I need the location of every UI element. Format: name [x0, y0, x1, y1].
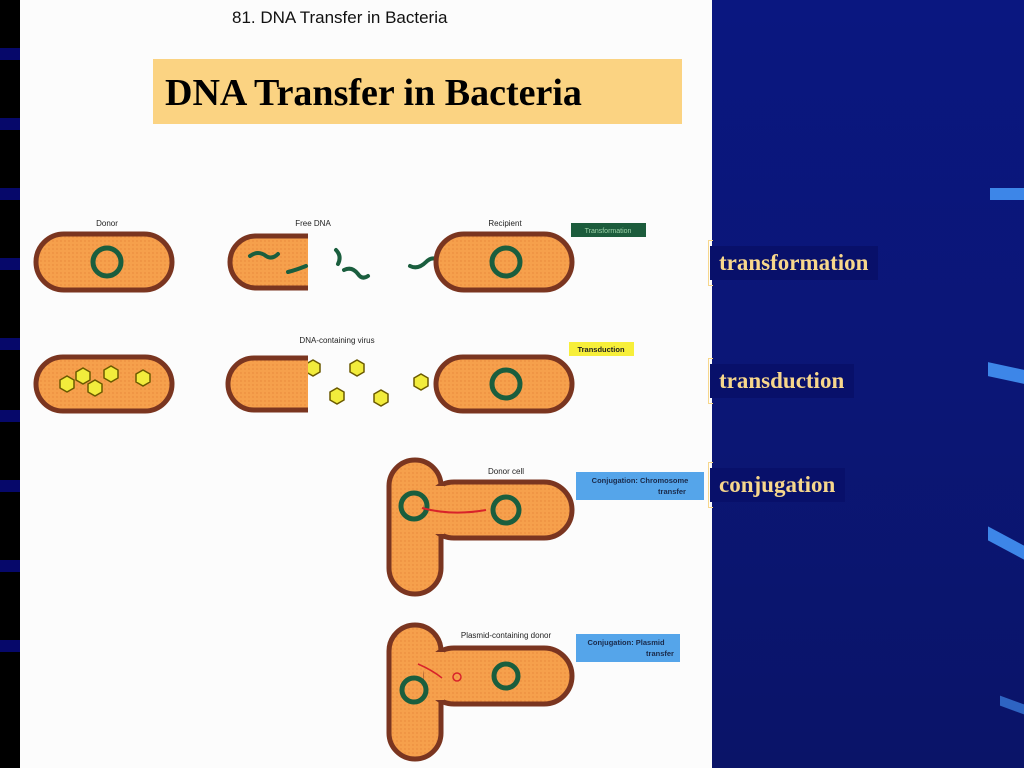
- dna-transfer-diagram: Donor Free DNA Recipient Transformation …: [33, 219, 704, 762]
- transduction-tag-text: Transduction: [577, 345, 625, 354]
- conjugation-plasmid-tag: [576, 634, 680, 662]
- virus-particle: [59, 375, 75, 393]
- slide-title: DNA Transfer in Bacteria: [165, 72, 582, 114]
- transformation-tag-text: Transformation: [585, 228, 632, 235]
- strip-mark: [0, 338, 20, 350]
- transferred-dna: [421, 507, 487, 514]
- term-transformation: transformation: [710, 246, 879, 280]
- virus-particle: [87, 379, 103, 397]
- virus-particle: [329, 387, 345, 405]
- virus-particle: [135, 369, 151, 387]
- strip-mark: [0, 560, 20, 572]
- donor-cell-label: Donor cell: [488, 467, 524, 476]
- conjugation-plasmid-tag-text: Conjugation: Plasmid: [587, 638, 665, 647]
- virus-particles: [59, 359, 429, 407]
- virus-particle: [373, 389, 389, 407]
- left-film-strip: [0, 0, 20, 768]
- strip-mark: [0, 410, 20, 422]
- transformation-tag: [571, 223, 646, 237]
- term-conjugation: conjugation: [710, 468, 846, 502]
- decorative-stroke: [990, 188, 1024, 200]
- donor-horizontal-cell: [423, 645, 575, 707]
- plasmid-donor-label: Plasmid-containing donor: [461, 631, 552, 640]
- chromosome: [490, 494, 522, 526]
- strip-mark: [0, 48, 20, 60]
- transferred-plasmid: [417, 663, 443, 679]
- dna-fragment: [334, 248, 342, 266]
- term-bracket: [708, 358, 713, 404]
- term-transduction: transduction: [710, 364, 855, 398]
- term-bracket: [708, 240, 713, 286]
- conjugation-chromosome-tag: [576, 472, 704, 500]
- strip-mark: [0, 480, 20, 492]
- recipient-label: Recipient: [488, 219, 522, 228]
- lysed-cell: [227, 233, 308, 291]
- donor-horizontal-cell: [423, 479, 575, 541]
- strip-mark: [0, 258, 20, 270]
- virus-particle: [75, 367, 91, 385]
- plasmid: [452, 672, 462, 682]
- recipient-cell: [433, 231, 575, 293]
- transduction-tag: [569, 342, 634, 356]
- virus-label: DNA-containing virus: [299, 336, 374, 345]
- figure-header: 81. DNA Transfer in Bacteria: [232, 8, 448, 27]
- virus-particle: [413, 373, 429, 391]
- conjugation-bridge: [424, 652, 444, 700]
- free-dna-label: Free DNA: [295, 219, 331, 228]
- conjugation-plasmid-tag-text: transfer: [646, 649, 674, 658]
- chromosome: [90, 245, 124, 279]
- donor-cell: [33, 231, 175, 293]
- transduced-recipient-cell: [433, 354, 575, 414]
- lysed-cell: [225, 355, 308, 413]
- virus-particle: [103, 365, 119, 383]
- infected-donor-cell: [33, 354, 175, 414]
- chromosome: [399, 675, 429, 705]
- strip-mark: [0, 188, 20, 200]
- dna-fragment: [286, 264, 308, 274]
- conjugation-chromosome-tag-text: transfer: [658, 487, 686, 496]
- conjugation-chromosome-tag-text: Conjugation: Chromosome: [592, 476, 689, 485]
- chromosome: [491, 661, 521, 691]
- strip-mark: [0, 118, 20, 130]
- dna-fragment: [342, 266, 370, 280]
- strip-mark: [0, 640, 20, 652]
- donor-label: Donor: [96, 219, 118, 228]
- chromosome: [489, 367, 523, 401]
- title-box: DNA Transfer in Bacteria: [153, 59, 682, 124]
- chromosome: [489, 245, 523, 279]
- virus-particle: [349, 359, 365, 377]
- term-bracket: [708, 462, 713, 508]
- chromosome: [398, 490, 430, 522]
- virus-particle: [305, 359, 321, 377]
- dna-fragment: [248, 251, 280, 260]
